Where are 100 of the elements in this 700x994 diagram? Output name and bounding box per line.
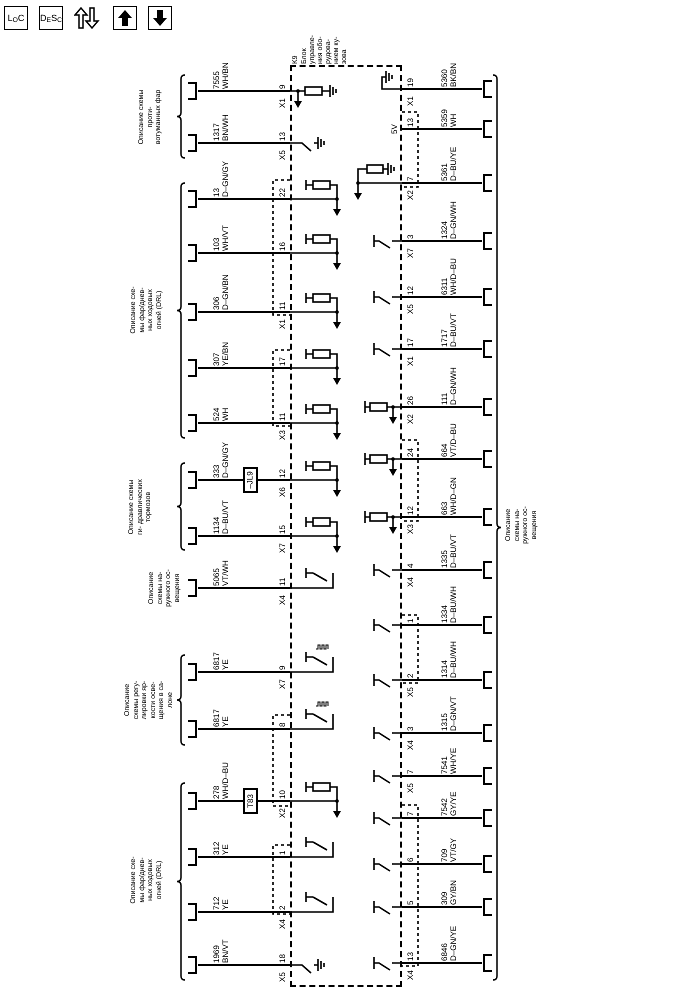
- wire: [402, 240, 482, 242]
- wire: [198, 90, 290, 92]
- connector-terminal: [482, 340, 493, 358]
- wire-label: 6817 YE: [212, 652, 230, 670]
- connector-name: X4: [406, 577, 415, 587]
- wire-label: 6817 YE: [212, 709, 230, 727]
- wire-label: 6846 D–GN/YE: [440, 926, 458, 961]
- connector-terminal: [187, 82, 198, 100]
- wire-label: 5361 D–BU/YE: [440, 146, 458, 181]
- wire-label: 712 YE: [212, 896, 230, 910]
- connector-terminal: [482, 616, 493, 634]
- pin-number: 9: [278, 84, 287, 89]
- wire-label: 1335 D–BU/VT: [440, 534, 458, 568]
- pin-number: 9: [278, 666, 287, 670]
- wire: [198, 671, 290, 673]
- wire: [402, 906, 482, 908]
- pin-number: 3: [406, 726, 415, 731]
- pin-number: 16: [278, 242, 287, 251]
- pin-number: 24: [406, 448, 415, 457]
- connector-terminal: [187, 190, 198, 208]
- wire: [198, 800, 243, 802]
- pin-number: 22: [278, 188, 287, 197]
- connector-terminal: [187, 848, 198, 866]
- wire: [198, 367, 290, 369]
- connector-name: X5: [406, 783, 415, 793]
- wire: [198, 311, 290, 313]
- connector-name: X5: [406, 687, 415, 697]
- wire: [402, 732, 482, 734]
- wire: [198, 252, 290, 254]
- wire: [402, 569, 482, 571]
- connector-name: X4: [278, 595, 287, 605]
- wire: [402, 679, 482, 681]
- connector-terminal: [187, 792, 198, 810]
- wire-label: 306 D–GN/BN: [212, 274, 230, 310]
- wire-label: 663 WH/D–GN: [440, 477, 458, 515]
- wire: [258, 479, 290, 481]
- connector-terminal: [482, 80, 493, 98]
- wire-label: 709 VT/GY: [440, 838, 458, 862]
- wire-label: 664 VT/D–BU: [440, 423, 458, 457]
- connector-name: X7: [278, 543, 287, 553]
- connector-terminal: [482, 767, 493, 785]
- wire-label: 7542 GY/YE: [440, 792, 458, 816]
- wire: [198, 535, 290, 537]
- pin-number: 19: [406, 78, 415, 87]
- pin-number: 11: [278, 578, 287, 586]
- connector-terminal: [482, 724, 493, 742]
- wire-label: 1317 BN/WH: [212, 114, 230, 141]
- pin-number: 2: [406, 674, 415, 678]
- connector-terminal: [482, 855, 493, 873]
- wire-label: 333 D–GN/GY: [212, 442, 230, 478]
- voltage-label: 5V: [390, 124, 399, 134]
- wire: [198, 728, 290, 730]
- wire-label: 1969 BN/VT: [212, 939, 230, 963]
- pin-number: 7: [406, 812, 415, 816]
- wire: [402, 296, 482, 298]
- wire: [402, 128, 482, 130]
- connector-name: X2: [406, 414, 415, 424]
- connector-terminal: [187, 903, 198, 921]
- connector-name: X4: [278, 919, 287, 929]
- wire-label: 5359 WH: [440, 109, 458, 127]
- connector-terminal: [187, 471, 198, 489]
- connector-terminal: [482, 898, 493, 916]
- connector-terminal: [482, 671, 493, 689]
- pin-number: 12: [406, 286, 415, 295]
- connector-terminal: [187, 956, 198, 974]
- connector-name: X6: [278, 487, 287, 497]
- connector-terminal: [187, 303, 198, 321]
- pin-number: 13: [278, 132, 287, 141]
- connector-terminal: [482, 508, 493, 526]
- connector-name: X4: [406, 740, 415, 750]
- pin-number: 12: [278, 469, 287, 478]
- pin-number: 2: [278, 906, 287, 910]
- wire-label: 111 D–GN/WH: [440, 367, 458, 405]
- wire: [258, 800, 290, 802]
- wire: [402, 458, 482, 460]
- component-box: [243, 788, 258, 814]
- connector-name: X7: [406, 248, 415, 258]
- pin-number: 8: [278, 722, 287, 727]
- wire: [198, 964, 290, 966]
- wire-label: 309 GY/BN: [440, 880, 458, 905]
- pin-number: 26: [406, 396, 415, 405]
- wire: [402, 88, 482, 90]
- wire: [198, 142, 290, 144]
- connector-name: X1: [406, 356, 415, 366]
- connector-name: X1: [406, 96, 415, 106]
- connector-terminal: [187, 663, 198, 681]
- wire: [402, 817, 482, 819]
- wire-label: 524 WH: [212, 408, 230, 421]
- connector-terminal: [482, 450, 493, 468]
- connector-terminal: [482, 288, 493, 306]
- connector-name: X4: [406, 970, 415, 980]
- wire: [402, 182, 482, 184]
- connector-terminal: [482, 120, 493, 138]
- wire-label: 6311 WH/D–BU: [440, 258, 458, 295]
- pin-number: 10: [278, 790, 287, 799]
- wire: [402, 348, 482, 350]
- connector-terminal: [187, 414, 198, 432]
- pin-number: 1: [278, 850, 287, 855]
- wire: [402, 516, 482, 518]
- wire: [402, 775, 482, 777]
